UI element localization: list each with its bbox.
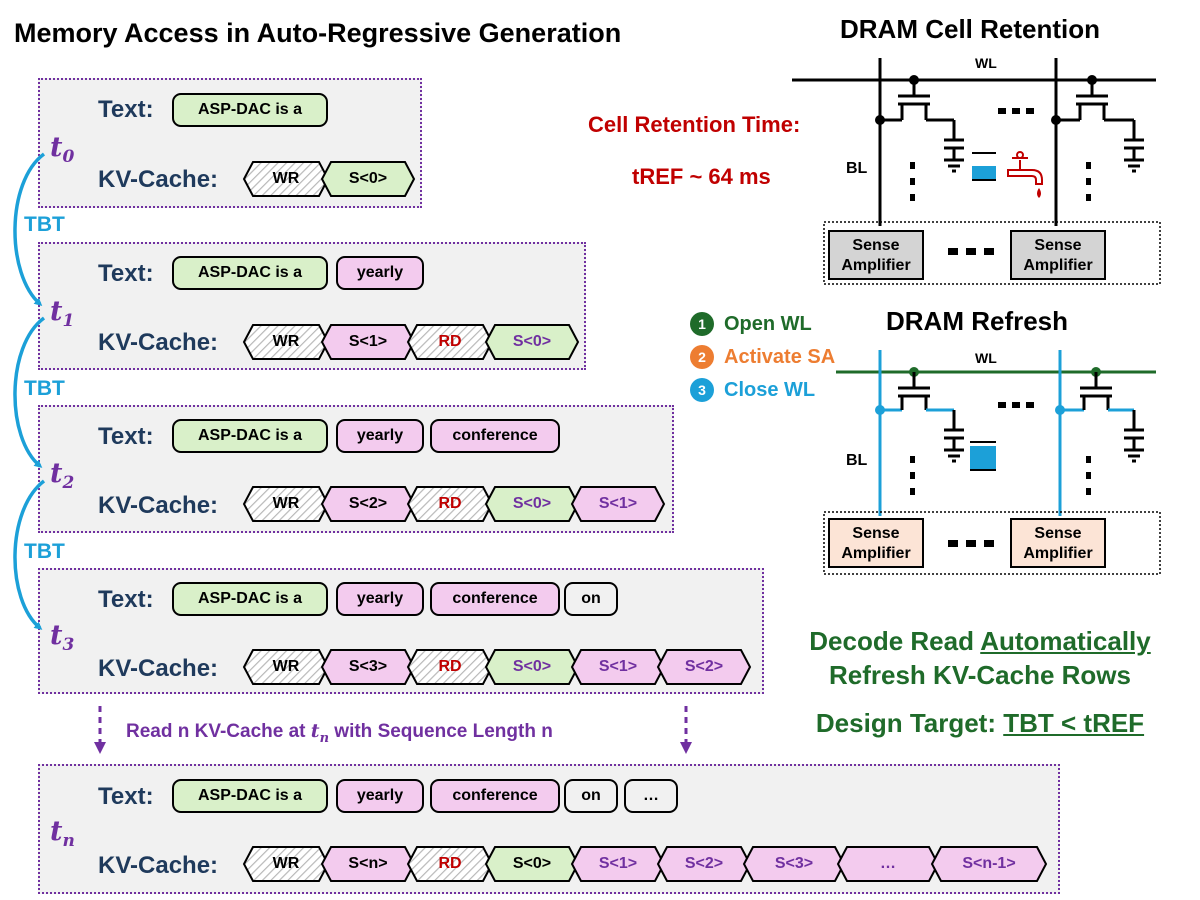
bl-label-top: BL [846,160,868,177]
kv-wr: WR [242,161,330,197]
text-label: Text: [98,260,154,287]
kv-label: KV-Cache: [98,655,219,682]
kv-snm1: S<n-1> [930,846,1048,882]
kv-wr: WR [242,324,330,360]
tbt-label-2: TBT [24,377,65,400]
kv-s2: S<2> [656,649,752,685]
token-conference: conference [430,582,560,616]
tref-label: tREF ~ 64 ms [632,164,771,189]
kv-wr: WR [242,846,330,882]
tbt-arrow-1 [13,152,46,306]
kv-s1: S<1> [570,846,666,882]
kv-s1: S<1> [570,649,666,685]
leaking-cell-icon [972,151,1043,198]
design-target: Design Target: TBT < tREF [815,708,1145,738]
retention-title: DRAM Cell Retention [840,14,1100,44]
kv-label: KV-Cache: [98,852,219,879]
kv-s3: S<3> [320,649,416,685]
kv-s2: S<2> [656,846,752,882]
dram-refresh-circuit [823,350,1161,575]
token-on: on [564,582,618,616]
kv-rd: RD [406,486,494,522]
token-ellipsis: … [624,779,678,813]
wl-label-bottom: WL [975,350,997,366]
kv-s2: S<2> [320,486,416,522]
retention-time-label: Cell Retention Time: [588,112,801,137]
token-yearly: yearly [336,256,424,290]
token-asp-dac: ASP-DAC is a [172,582,328,616]
kv-rd: RD [406,846,494,882]
tbt-arrow-2 [13,316,46,468]
kv-label: KV-Cache: [98,166,219,193]
text-label: Text: [98,783,154,810]
dram-retention-circuit [792,58,1161,285]
kv-s0: S<0> [484,649,580,685]
kv-s0: S<0> [484,486,580,522]
left-title: Memory Access in Auto-Regressive Generat… [14,18,622,48]
token-asp-dac: ASP-DAC is a [172,779,328,813]
timeline-arrows [13,152,692,754]
kv-s3: S<3> [742,846,846,882]
kv-s0: S<0> [320,161,416,197]
text-label: Text: [98,96,154,123]
tbt-arrow-3 [13,479,46,630]
wl-label-top: WL [975,55,997,71]
tbt-label-1: TBT [24,213,65,236]
charged-cell-icon [970,441,996,471]
kv-wr: WR [242,649,330,685]
time-t2: t2 [50,458,75,493]
text-label: Text: [98,423,154,450]
kv-rd: RD [406,324,494,360]
tbt-label-3: TBT [24,540,65,563]
text-label: Text: [98,586,154,613]
time-t0: t0 [50,132,75,167]
token-on: on [564,779,618,813]
kv-label: KV-Cache: [98,329,219,356]
token-asp-dac: ASP-DAC is a [172,419,328,453]
read-note: Read n KV-Cache at tn with Sequence Leng… [126,720,553,746]
kv-sn: S<n> [320,846,416,882]
kv-label: KV-Cache: [98,492,219,519]
time-t1: t1 [50,296,75,331]
kv-wr: WR [242,486,330,522]
kv-rd: RD [406,649,494,685]
time-t3: t3 [50,620,75,655]
refresh-title: DRAM Refresh [886,306,1069,336]
token-yearly: yearly [336,582,424,616]
token-conference: conference [430,779,560,813]
kv-s0: S<0> [484,324,580,360]
token-yearly: yearly [336,419,424,453]
token-asp-dac: ASP-DAC is a [172,93,328,127]
token-conference: conference [430,419,560,453]
kv-dots: … [836,846,940,882]
time-tn: tn [50,816,75,851]
decode-statement: Decode Read Automatically Refresh KV-Cac… [809,626,1151,690]
token-asp-dac: ASP-DAC is a [172,256,328,290]
token-yearly: yearly [336,779,424,813]
kv-s1: S<1> [570,486,666,522]
kv-s1: S<1> [320,324,416,360]
kv-s0: S<0> [484,846,580,882]
bl-label-bottom: BL [846,452,868,469]
